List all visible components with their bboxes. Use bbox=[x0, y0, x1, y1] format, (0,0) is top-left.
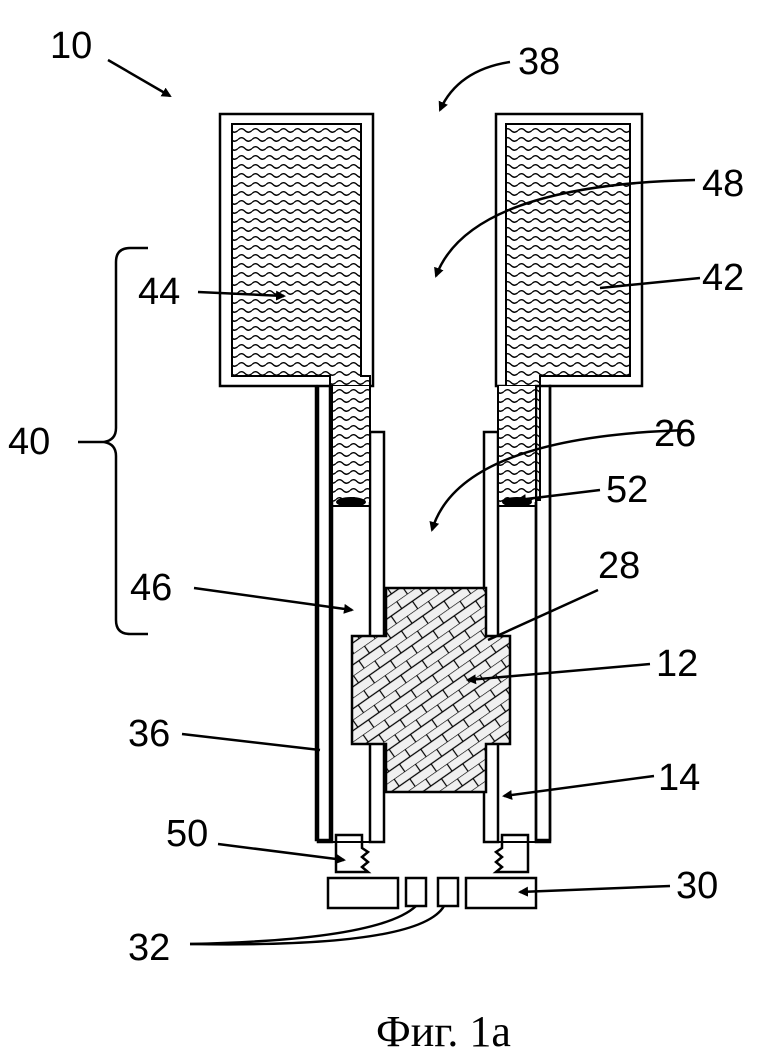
contact-right bbox=[438, 878, 458, 906]
label-32: 32 bbox=[128, 927, 170, 969]
right-channel-wavy bbox=[499, 386, 535, 502]
label-46: 46 bbox=[130, 567, 172, 609]
heating-block bbox=[352, 588, 510, 792]
connector-left bbox=[336, 835, 368, 872]
left-channel-wavy bbox=[333, 386, 369, 502]
connector-right bbox=[496, 835, 528, 872]
label-14: 14 bbox=[658, 757, 700, 799]
label-52: 52 bbox=[606, 469, 648, 511]
base-left bbox=[328, 878, 398, 908]
label-30: 30 bbox=[676, 865, 718, 907]
label-36: 36 bbox=[128, 713, 170, 755]
label-26: 26 bbox=[654, 413, 696, 455]
contact-left bbox=[406, 878, 426, 906]
label-48: 48 bbox=[702, 163, 744, 205]
label-40: 40 bbox=[8, 421, 50, 463]
label-44: 44 bbox=[138, 271, 180, 313]
label-10: 10 bbox=[50, 25, 92, 67]
label-28: 28 bbox=[598, 545, 640, 587]
label-38: 38 bbox=[518, 41, 560, 83]
label-42: 42 bbox=[702, 257, 744, 299]
figure-caption: Фиг. 1a bbox=[376, 1007, 511, 1056]
label-12: 12 bbox=[656, 643, 698, 685]
label-50: 50 bbox=[166, 813, 208, 855]
